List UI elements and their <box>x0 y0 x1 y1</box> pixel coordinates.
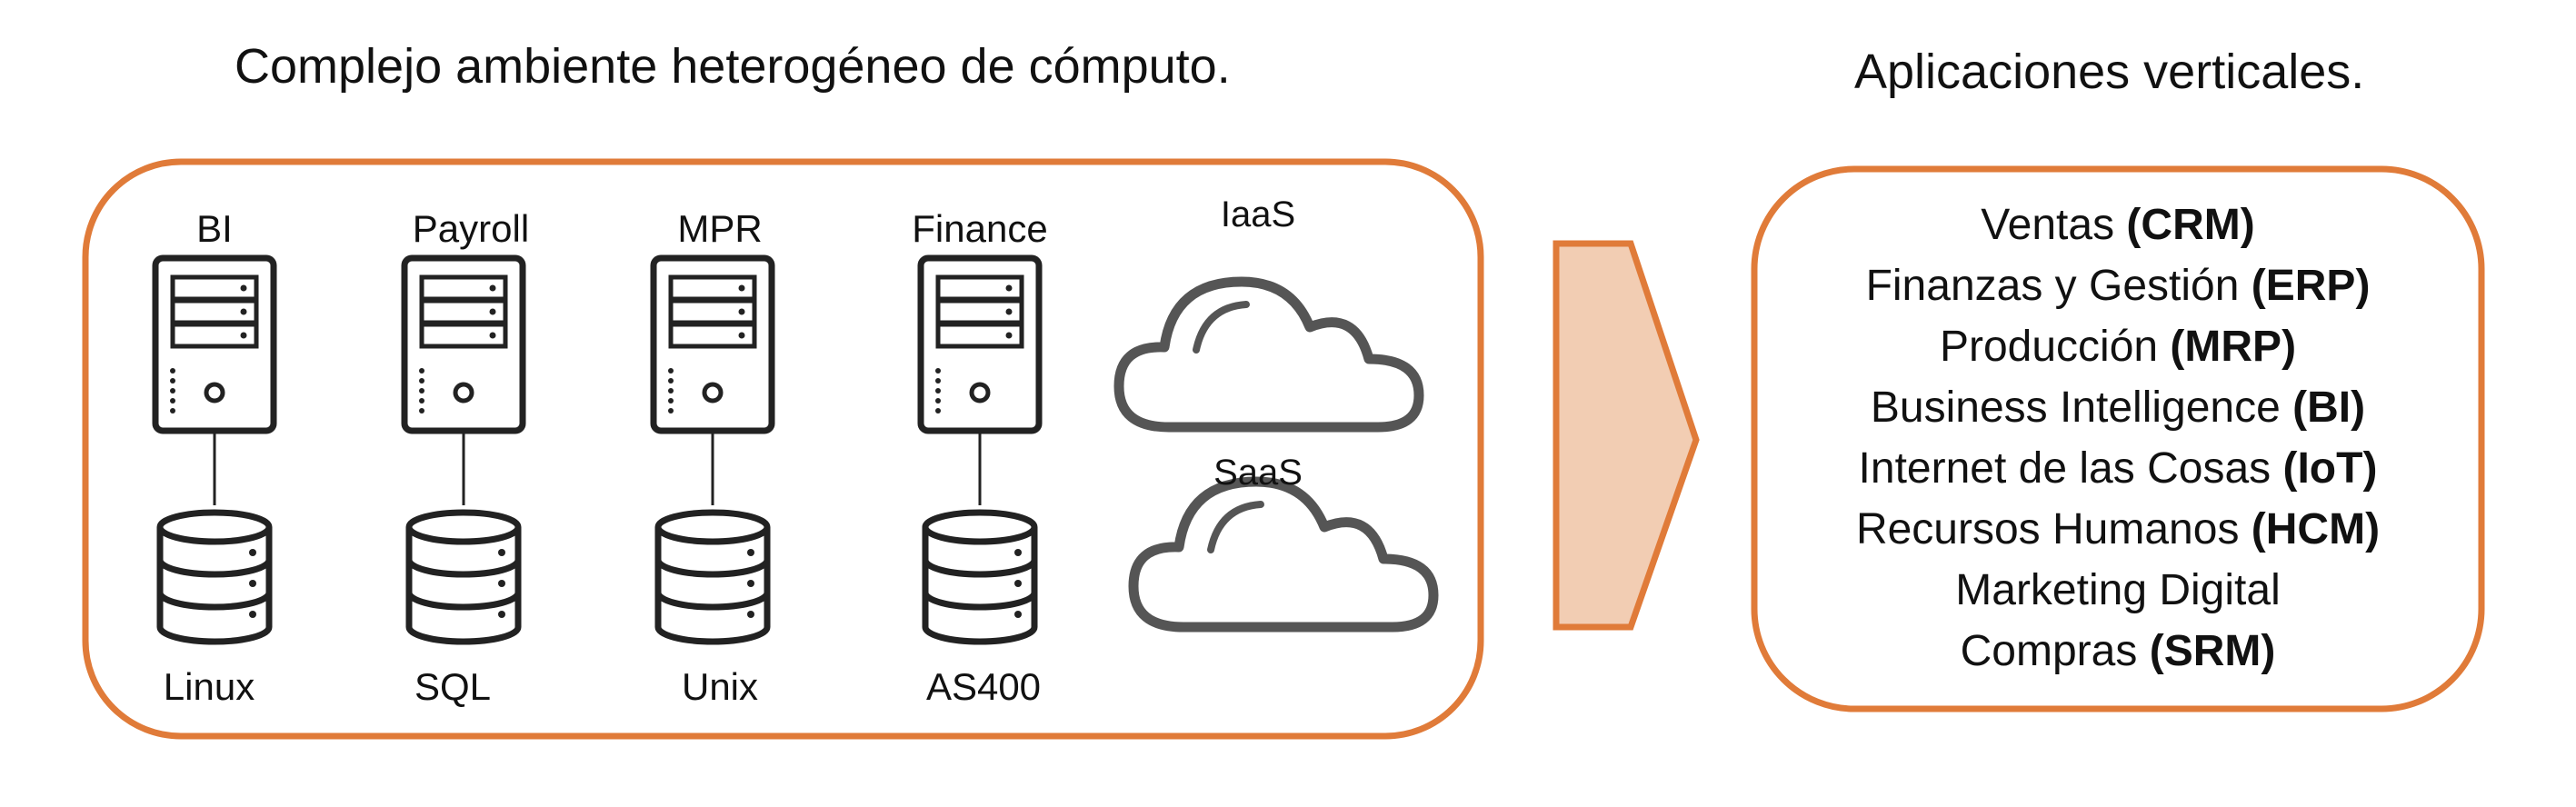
os-label: AS400 <box>925 665 1042 708</box>
applications-list: Ventas (CRM) Finanzas y Gestión (ERP) Pr… <box>1754 194 2481 682</box>
cloud-icon <box>1128 476 1439 633</box>
database-icon <box>156 509 273 645</box>
applications-box <box>1751 165 2485 712</box>
system-label: Payroll <box>412 207 530 250</box>
app-item: Finanzas y Gestión (ERP) <box>1865 262 2371 310</box>
arrow-shape <box>1553 240 1700 631</box>
server-icon <box>152 254 277 434</box>
right-title: Aplicaciones verticales. <box>1854 45 2365 99</box>
app-item: Business Intelligence (BI) <box>1870 384 2366 432</box>
app-item: Marketing Digital <box>1955 566 2281 614</box>
system-label: Finance <box>912 207 1048 250</box>
app-item: Ventas (CRM) <box>1981 201 2255 249</box>
cloud-label: IaaS <box>1220 194 1296 234</box>
system-label: BI <box>196 207 233 250</box>
os-label: SQL <box>414 665 492 708</box>
app-item: Compras (SRM) <box>1960 627 2276 675</box>
database-icon <box>654 509 771 645</box>
server-icon <box>650 254 775 434</box>
system-label: MPR <box>677 207 763 250</box>
database-icon <box>922 509 1038 645</box>
app-item: Internet de las Cosas (IoT) <box>1858 444 2378 493</box>
left-title: Complejo ambiente heterogéneo de cómputo… <box>235 39 1231 94</box>
cloud-label: SaaS <box>1213 453 1303 493</box>
database-icon <box>405 509 522 645</box>
server-icon <box>917 254 1043 434</box>
cloud-icon <box>1113 276 1424 433</box>
server-icon <box>401 254 526 434</box>
os-label: Linux <box>163 665 255 708</box>
app-item: Producción (MRP) <box>1939 323 2297 371</box>
app-item: Recursos Humanos (HCM) <box>1855 505 2381 553</box>
environment-box <box>82 158 1484 740</box>
os-label: Unix <box>681 665 759 708</box>
